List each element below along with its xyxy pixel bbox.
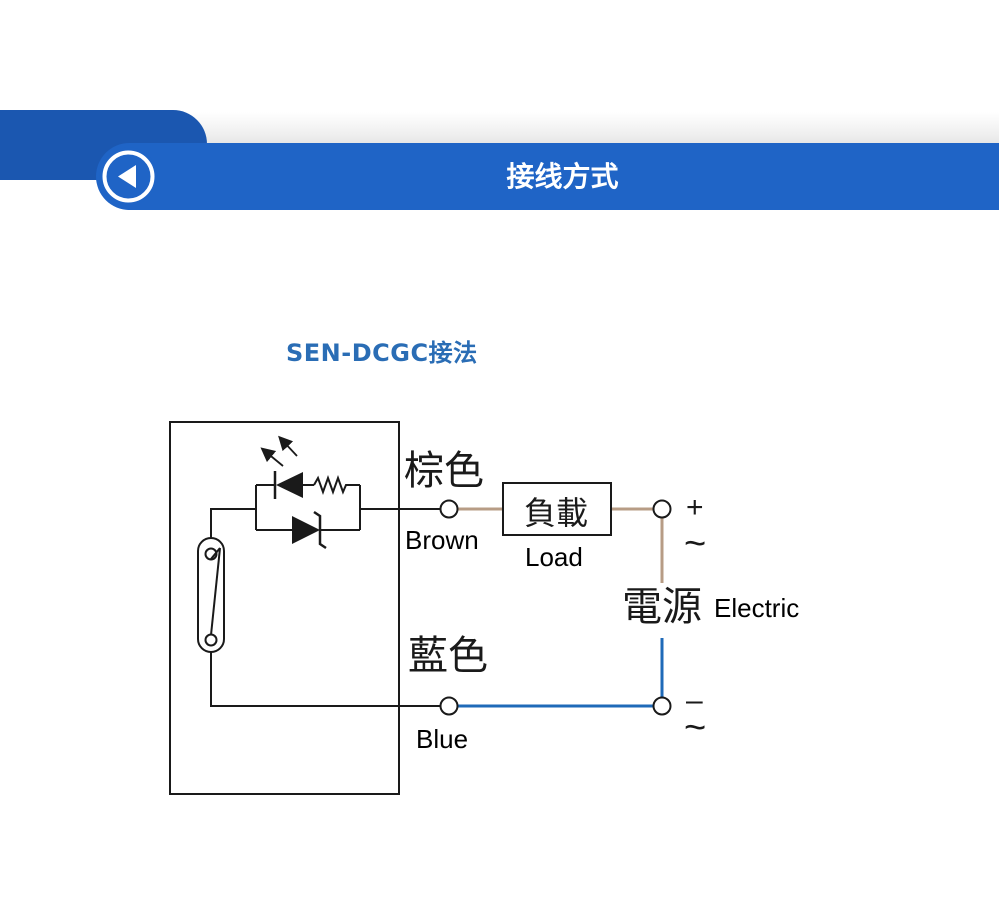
- brown-terminal: [439, 499, 459, 519]
- load-en-label: Load: [525, 542, 583, 572]
- power-plus-terminal: [652, 499, 672, 519]
- plus-label: +: [686, 491, 704, 524]
- power-cn-label: 電源: [622, 584, 702, 630]
- zener-diode-icon: [292, 510, 327, 550]
- tilde-top-label: ~: [684, 523, 706, 565]
- brown-wire: [458, 507, 664, 583]
- blue-wire: [458, 638, 664, 708]
- brown-cn-label: 棕色: [404, 448, 484, 494]
- blue-en-label: Blue: [416, 724, 468, 754]
- minus-label: –: [686, 684, 703, 717]
- back-button[interactable]: [98, 146, 159, 207]
- brown-en-label: Brown: [405, 525, 479, 555]
- reed-switch-icon: [197, 537, 225, 653]
- load-cn-label: 負載: [524, 494, 588, 532]
- internal-wiring: [210, 475, 440, 707]
- load-box: [502, 482, 612, 536]
- led-icon: [260, 435, 303, 499]
- blue-terminal: [439, 696, 459, 716]
- page-title: 接线方式: [506, 160, 619, 193]
- back-arrow-icon: [99, 147, 158, 206]
- header-banner: 接线方式: [96, 143, 999, 210]
- power-en-label: Electric: [714, 593, 799, 623]
- section-title: SEN-DCGC接法: [286, 339, 478, 367]
- blue-cn-label: 藍色: [408, 633, 488, 679]
- sensor-housing: [169, 421, 400, 795]
- power-minus-terminal: [652, 696, 672, 716]
- tilde-bottom-label: ~: [684, 707, 706, 749]
